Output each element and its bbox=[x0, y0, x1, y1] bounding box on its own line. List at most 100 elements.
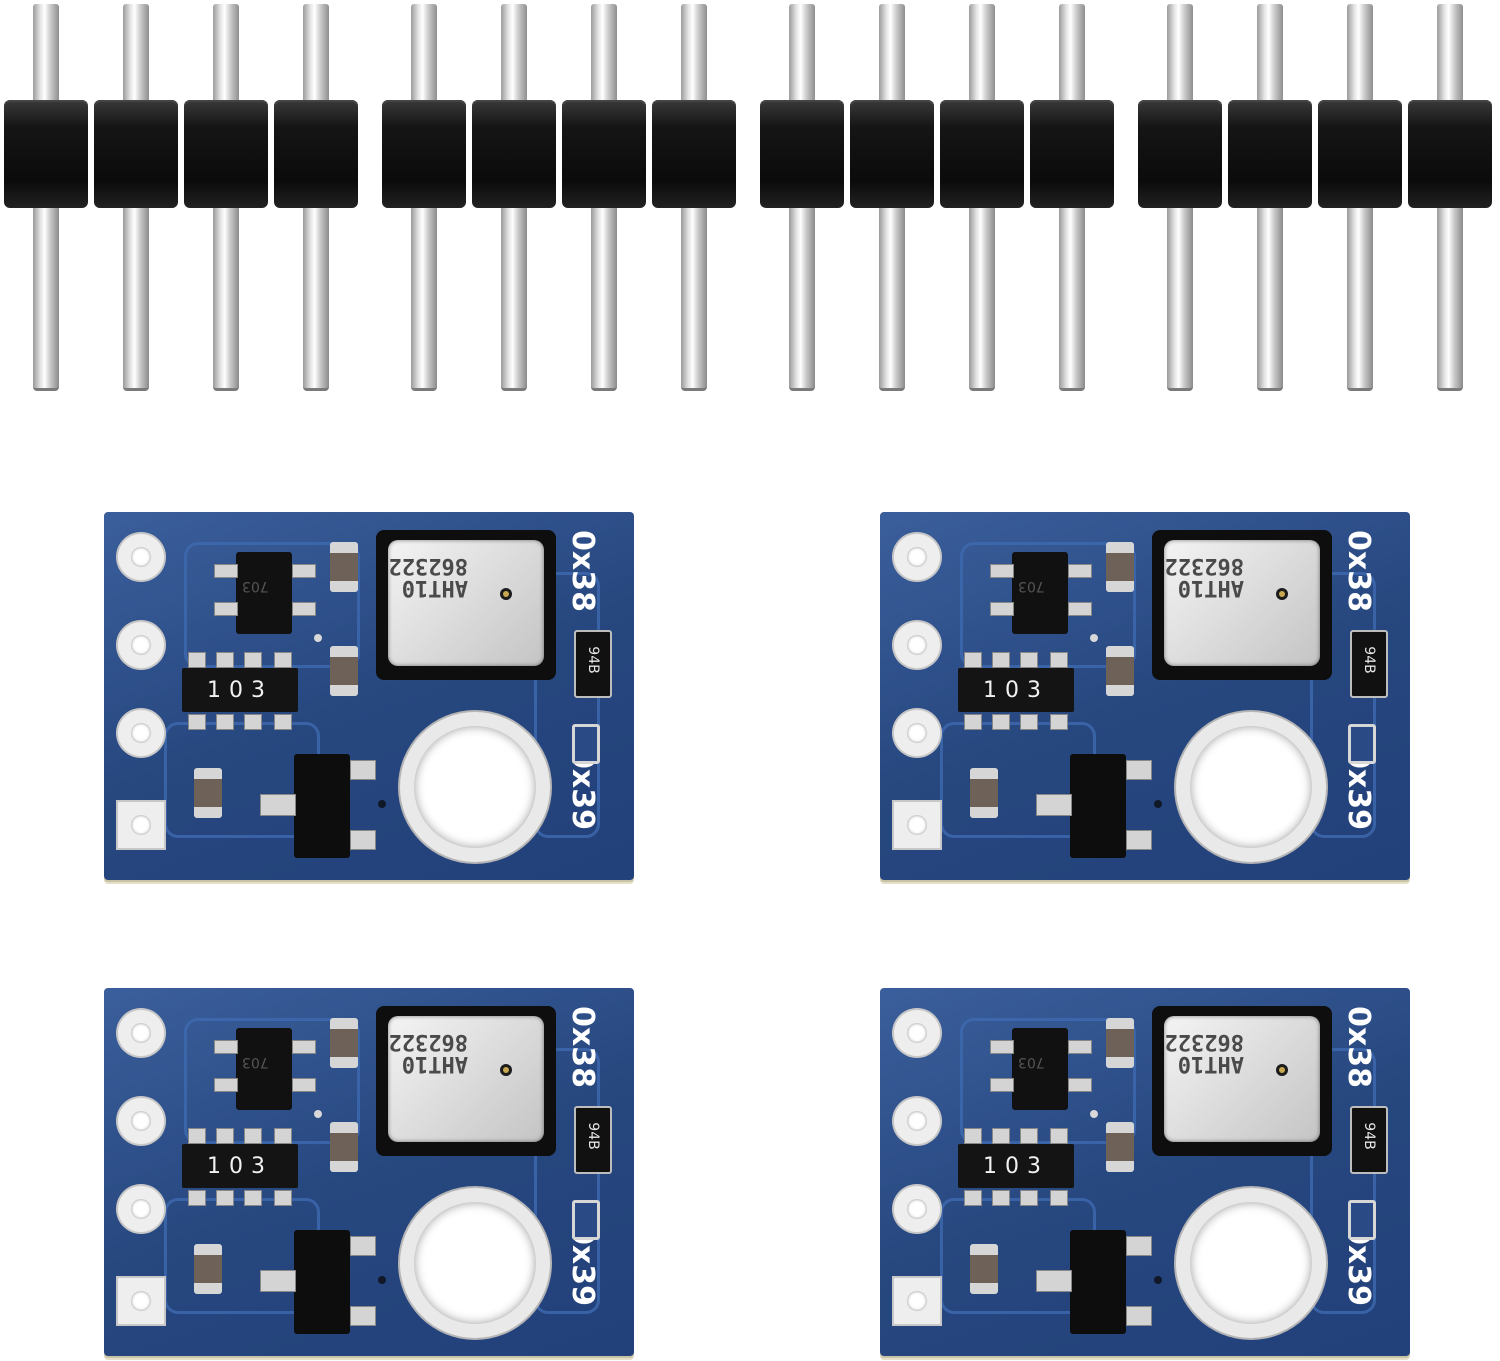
header-pin-bottom bbox=[1059, 188, 1085, 391]
resistor-pad bbox=[244, 1190, 262, 1206]
chip-lead bbox=[214, 1078, 238, 1092]
diode: 94B bbox=[1350, 630, 1388, 698]
resistor-pad bbox=[244, 1128, 262, 1144]
aht10-sensor-chip: AHT10 862322 bbox=[1152, 530, 1332, 680]
sensor-vent-port bbox=[500, 588, 512, 600]
via bbox=[378, 1276, 386, 1284]
sensor-marking-line1: AHT10 bbox=[401, 575, 468, 600]
header-pin-top bbox=[1347, 4, 1373, 108]
sensor-vent-port bbox=[500, 1064, 512, 1076]
transistor-lead bbox=[1126, 1306, 1152, 1326]
header-plastic-segment bbox=[94, 100, 178, 208]
header-pin-top bbox=[303, 4, 329, 108]
regulator-chip: 703 bbox=[236, 1028, 292, 1110]
transistor-lead bbox=[1126, 1236, 1152, 1256]
capacitor bbox=[1106, 646, 1134, 696]
resistor-pad bbox=[188, 1190, 206, 1206]
header-plastic-segment bbox=[940, 100, 1024, 208]
pin-pad-4-square bbox=[894, 1278, 940, 1324]
chip-lead bbox=[292, 1040, 316, 1054]
chip-marking: 703 bbox=[242, 1054, 269, 1070]
chip-lead bbox=[292, 564, 316, 578]
resistor-pad bbox=[188, 652, 206, 668]
aht10-sensor-chip: AHT10 862322 bbox=[376, 1006, 556, 1156]
pin-pad-3 bbox=[118, 1186, 164, 1232]
resistor-marking: 103 bbox=[207, 677, 273, 703]
resistor-pad bbox=[274, 652, 292, 668]
resistor-pad bbox=[964, 714, 982, 730]
chip-marking: 703 bbox=[1018, 1054, 1045, 1070]
diode-marking: 94B bbox=[1361, 646, 1377, 674]
resistor-marking: 103 bbox=[207, 1153, 273, 1179]
mosfet-transistor bbox=[294, 1230, 350, 1334]
chip-lead bbox=[214, 1040, 238, 1054]
header-plastic-segment bbox=[1408, 100, 1492, 208]
capacitor bbox=[330, 542, 358, 592]
transistor-lead bbox=[1126, 760, 1152, 780]
pcb-trace bbox=[960, 1018, 1136, 1144]
sensor-vent-port bbox=[1276, 1064, 1288, 1076]
header-plastic-segment bbox=[4, 100, 88, 208]
header-pin-bottom bbox=[1347, 188, 1373, 391]
header-pin-bottom bbox=[1257, 188, 1283, 391]
mosfet-transistor bbox=[1070, 754, 1126, 858]
sensor-marking: AHT10 862322 bbox=[1165, 553, 1244, 600]
capacitor bbox=[1106, 542, 1134, 592]
resistor-pad bbox=[992, 1128, 1010, 1144]
resistor-pad bbox=[992, 714, 1010, 730]
header-plastic-segment bbox=[184, 100, 268, 208]
pcb-trace bbox=[1310, 1048, 1376, 1314]
header-pin-bottom bbox=[303, 188, 329, 391]
capacitor bbox=[194, 1244, 222, 1294]
header-pin-top bbox=[1257, 4, 1283, 108]
pcb-trace bbox=[184, 1018, 360, 1144]
transistor-lead bbox=[260, 1270, 296, 1292]
aht10-sensor-board-4: 703 103 AHT10 862322 bbox=[880, 988, 1410, 1356]
resistor-pad bbox=[188, 1128, 206, 1144]
header-pin-top bbox=[1059, 4, 1085, 108]
header-pin-bottom bbox=[213, 188, 239, 391]
header-pin-top bbox=[789, 4, 815, 108]
transistor-lead bbox=[350, 1236, 376, 1256]
mounting-hole bbox=[1176, 712, 1326, 862]
pin-header-3 bbox=[760, 0, 1122, 400]
sensor-marking: AHT10 862322 bbox=[389, 553, 468, 600]
pin-pad-3 bbox=[118, 710, 164, 756]
sensor-lid: AHT10 862322 bbox=[388, 1016, 544, 1142]
resistor-pad bbox=[964, 1128, 982, 1144]
sensor-marking-line1: AHT10 bbox=[401, 1051, 468, 1076]
header-pin-bottom bbox=[789, 188, 815, 391]
header-pin-bottom bbox=[33, 188, 59, 391]
header-plastic-segment bbox=[850, 100, 934, 208]
header-pin-bottom bbox=[879, 188, 905, 391]
sensor-marking: AHT10 862322 bbox=[1165, 1029, 1244, 1076]
chip-lead bbox=[214, 602, 238, 616]
capacitor bbox=[330, 1122, 358, 1172]
resistor-pad bbox=[1050, 1190, 1068, 1206]
header-pin-top bbox=[1437, 4, 1463, 108]
address-label-top: 0x38 bbox=[1341, 530, 1376, 612]
mounting-hole bbox=[400, 712, 550, 862]
chip-lead bbox=[1068, 1078, 1092, 1092]
resistor-marking: 103 bbox=[983, 677, 1049, 703]
chip-lead bbox=[1068, 1040, 1092, 1054]
pin-pad-1 bbox=[118, 1010, 164, 1056]
aht10-sensor-board-1: 703 103 AHT10 862322 bbox=[104, 512, 634, 880]
capacitor bbox=[330, 646, 358, 696]
pin-header-2 bbox=[382, 0, 744, 400]
aht10-sensor-chip: AHT10 862322 bbox=[376, 530, 556, 680]
resistor-pad bbox=[1050, 652, 1068, 668]
header-pin-top bbox=[33, 4, 59, 108]
address-label-top: 0x38 bbox=[565, 1006, 600, 1088]
capacitor bbox=[1106, 1018, 1134, 1068]
resistor-pad bbox=[244, 652, 262, 668]
header-plastic-segment bbox=[472, 100, 556, 208]
header-pin-top bbox=[501, 4, 527, 108]
pin-header-4 bbox=[1138, 0, 1500, 400]
header-pin-bottom bbox=[1167, 188, 1193, 391]
address-jumper bbox=[1348, 724, 1376, 764]
aht10-sensor-board-2: 703 103 AHT10 862322 bbox=[880, 512, 1410, 880]
diode: 94B bbox=[574, 1106, 612, 1174]
capacitor bbox=[194, 768, 222, 818]
header-pin-top bbox=[411, 4, 437, 108]
